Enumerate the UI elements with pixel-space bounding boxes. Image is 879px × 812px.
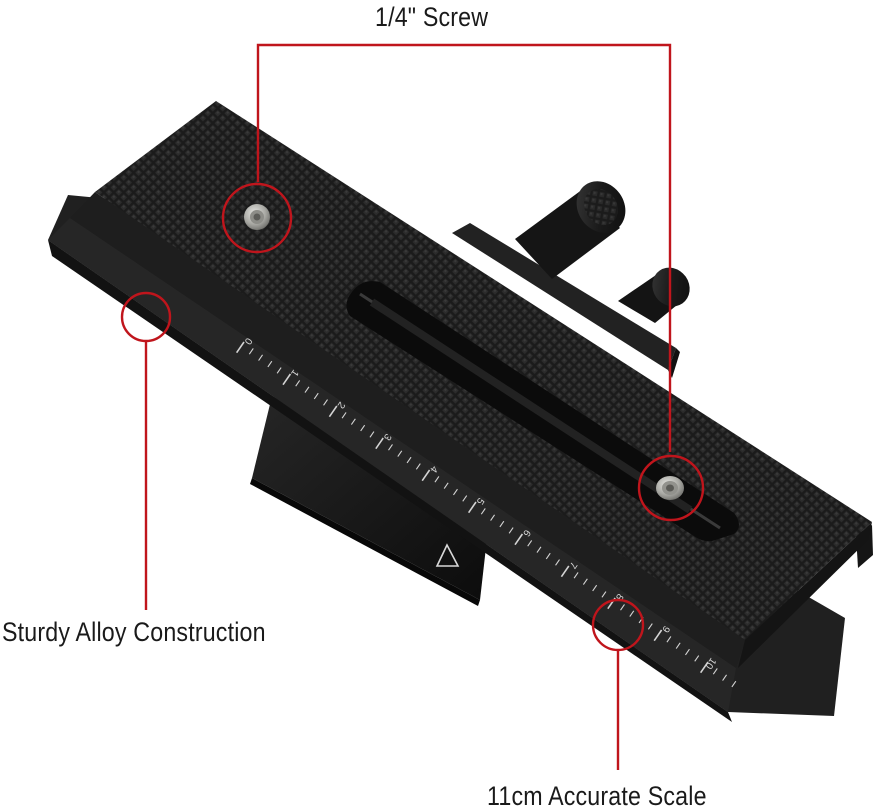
scale-number: 9 (659, 623, 671, 634)
scale-minor-tick (453, 488, 458, 496)
scale-minor-tick (304, 386, 310, 393)
scale-number: 6 (520, 527, 532, 538)
scale-major-tick (375, 437, 384, 450)
scale-minor-tick (462, 495, 468, 502)
screw-left (244, 204, 270, 230)
scale-number: 8 (613, 591, 625, 602)
scale-major-tick (328, 405, 338, 418)
scale-minor-tick (536, 546, 542, 553)
scale-minor-tick (323, 399, 328, 406)
scale-minor-tick (629, 610, 635, 617)
screw-callout-line (256, 43, 672, 452)
scale-minor-tick (276, 367, 282, 374)
scale-minor-tick (397, 450, 403, 457)
scale-minor-tick (415, 463, 421, 470)
scale-minor-tick (267, 360, 273, 368)
scale-minor-tick (555, 559, 560, 566)
scale-minor-tick (480, 508, 486, 515)
scale-minor-tick (592, 584, 598, 592)
scale-major-tick (235, 341, 245, 354)
scale-minor-tick (731, 680, 737, 688)
scale-minor-tick (499, 520, 505, 528)
scale-minor-tick (582, 578, 588, 585)
callout-lines (120, 43, 705, 770)
screw-right (656, 476, 684, 500)
screw-callout-label: 1/4" Screw (375, 2, 489, 32)
scale-minor-tick (258, 354, 264, 361)
scale-minor-tick (545, 552, 551, 560)
scale-minor-tick (360, 424, 366, 432)
scale-minor-tick (313, 392, 319, 400)
scale-major-tick (560, 565, 570, 578)
scale-minor-tick (675, 642, 681, 649)
scale-minor-tick (573, 572, 579, 579)
scale-major-tick (653, 629, 663, 642)
scale-number: 2 (334, 399, 346, 410)
scale-minor-tick (601, 591, 607, 598)
scale-major-tick (514, 533, 524, 546)
clamp-block (250, 396, 490, 606)
scale-minor-tick (508, 527, 514, 534)
scale-major-tick (421, 469, 431, 482)
scale-minor-tick (712, 668, 718, 675)
scale-minor-tick (434, 476, 440, 483)
scale-number: 5 (474, 495, 486, 506)
scale-minor-tick (620, 604, 625, 611)
scale-ruler (235, 341, 737, 688)
scale-minor-tick (388, 444, 393, 451)
scale-minor-tick (685, 648, 690, 656)
knob-large (515, 181, 626, 279)
scale-minor-tick (350, 418, 356, 425)
triangle-mark (435, 543, 460, 567)
scale-minor-tick (647, 623, 653, 630)
scale-number: 3 (381, 431, 393, 442)
scale-minor-tick (248, 348, 254, 355)
scale-minor-tick (694, 655, 700, 662)
scale-number: 0 (242, 335, 254, 346)
scale-minor-tick (369, 431, 375, 438)
scale-number: 1 (288, 367, 300, 378)
scale-number: 4 (427, 463, 439, 474)
screw-left-callout-circle (221, 182, 293, 254)
scale-minor-tick (527, 540, 533, 547)
scale-minor-tick (341, 412, 347, 419)
scale-minor-tick (443, 482, 449, 489)
scale-minor-tick (666, 636, 672, 643)
scale-major-tick (467, 501, 477, 514)
scale-minor-tick (295, 380, 301, 387)
scale-major-tick (699, 661, 709, 674)
scale-number: 7 (566, 559, 578, 570)
knob-small (618, 267, 690, 323)
scale-major-tick (282, 373, 292, 386)
scale-callout-label: 11cm Accurate Scale (487, 781, 707, 811)
screw-right-callout-circle (637, 454, 705, 522)
scale-minor-tick (406, 456, 412, 464)
alloy-callout-label: Sturdy Alloy Construction (2, 617, 266, 647)
scale-minor-tick (490, 514, 496, 521)
scale-minor-tick (722, 674, 728, 681)
